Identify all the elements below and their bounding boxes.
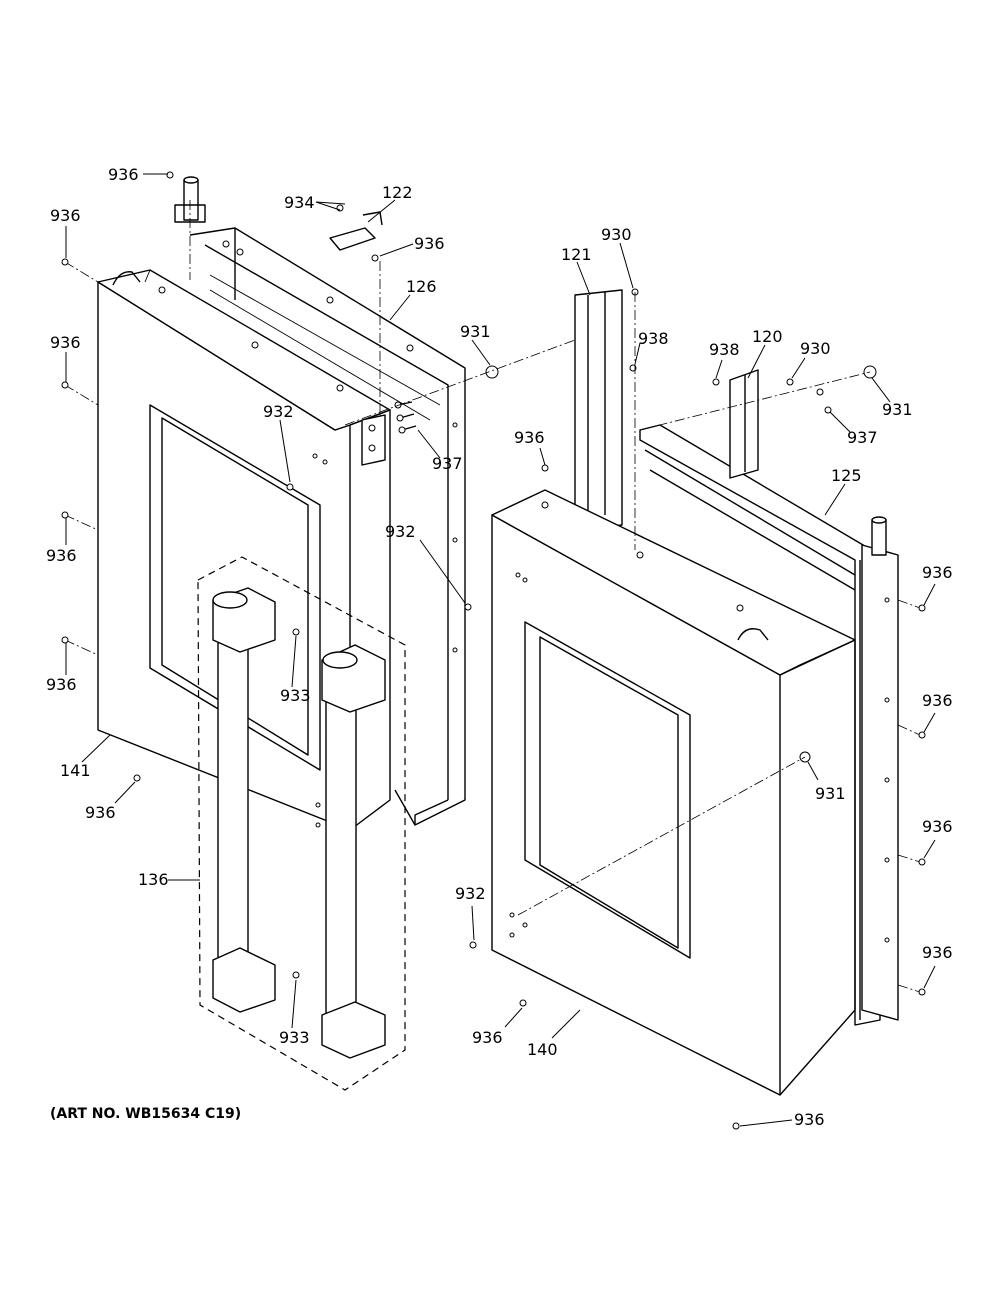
label-933: 933: [280, 686, 311, 705]
center-lines: [64, 200, 921, 993]
label-936: 936: [922, 563, 953, 582]
art-number-caption: (ART NO. WB15634 C19): [50, 1106, 241, 1122]
callout-labels: 936 936 934 122 936 126 936 931 932 937 …: [46, 165, 953, 1129]
label-934: 934: [284, 193, 315, 212]
handle-assembly: [197, 556, 406, 1091]
label-936: 936: [50, 333, 81, 352]
left-door-assembly: [97, 176, 466, 831]
label-122: 122: [382, 183, 413, 202]
label-931: 931: [882, 400, 913, 419]
label-126: 126: [406, 277, 437, 296]
label-936: 936: [50, 206, 81, 225]
label-121: 121: [561, 245, 592, 264]
label-936: 936: [922, 691, 953, 710]
label-936: 936: [794, 1110, 825, 1129]
label-937: 937: [432, 454, 463, 473]
label-932: 932: [455, 884, 486, 903]
label-931: 931: [460, 322, 491, 341]
label-141: 141: [60, 761, 91, 780]
label-933: 933: [279, 1028, 310, 1047]
label-936: 936: [414, 234, 445, 253]
label-936: 936: [514, 428, 545, 447]
label-931: 931: [815, 784, 846, 803]
label-120: 120: [752, 327, 783, 346]
fastener-markers: [61, 171, 926, 1130]
label-136: 136: [138, 870, 169, 889]
label-930: 930: [800, 339, 831, 358]
label-932: 932: [385, 522, 416, 541]
label-936: 936: [108, 165, 139, 184]
right-door-assembly: [485, 288, 899, 1096]
label-936: 936: [46, 546, 77, 565]
label-938: 938: [638, 329, 669, 348]
label-936: 936: [46, 675, 77, 694]
label-930: 930: [601, 225, 632, 244]
label-140: 140: [527, 1040, 558, 1059]
label-936: 936: [85, 803, 116, 822]
label-125: 125: [831, 466, 862, 485]
label-937: 937: [847, 428, 878, 447]
label-936: 936: [472, 1028, 503, 1047]
label-936: 936: [922, 817, 953, 836]
label-932: 932: [263, 402, 294, 421]
leader-lines: [65, 173, 936, 1127]
label-936: 936: [922, 943, 953, 962]
label-938: 938: [709, 340, 740, 359]
